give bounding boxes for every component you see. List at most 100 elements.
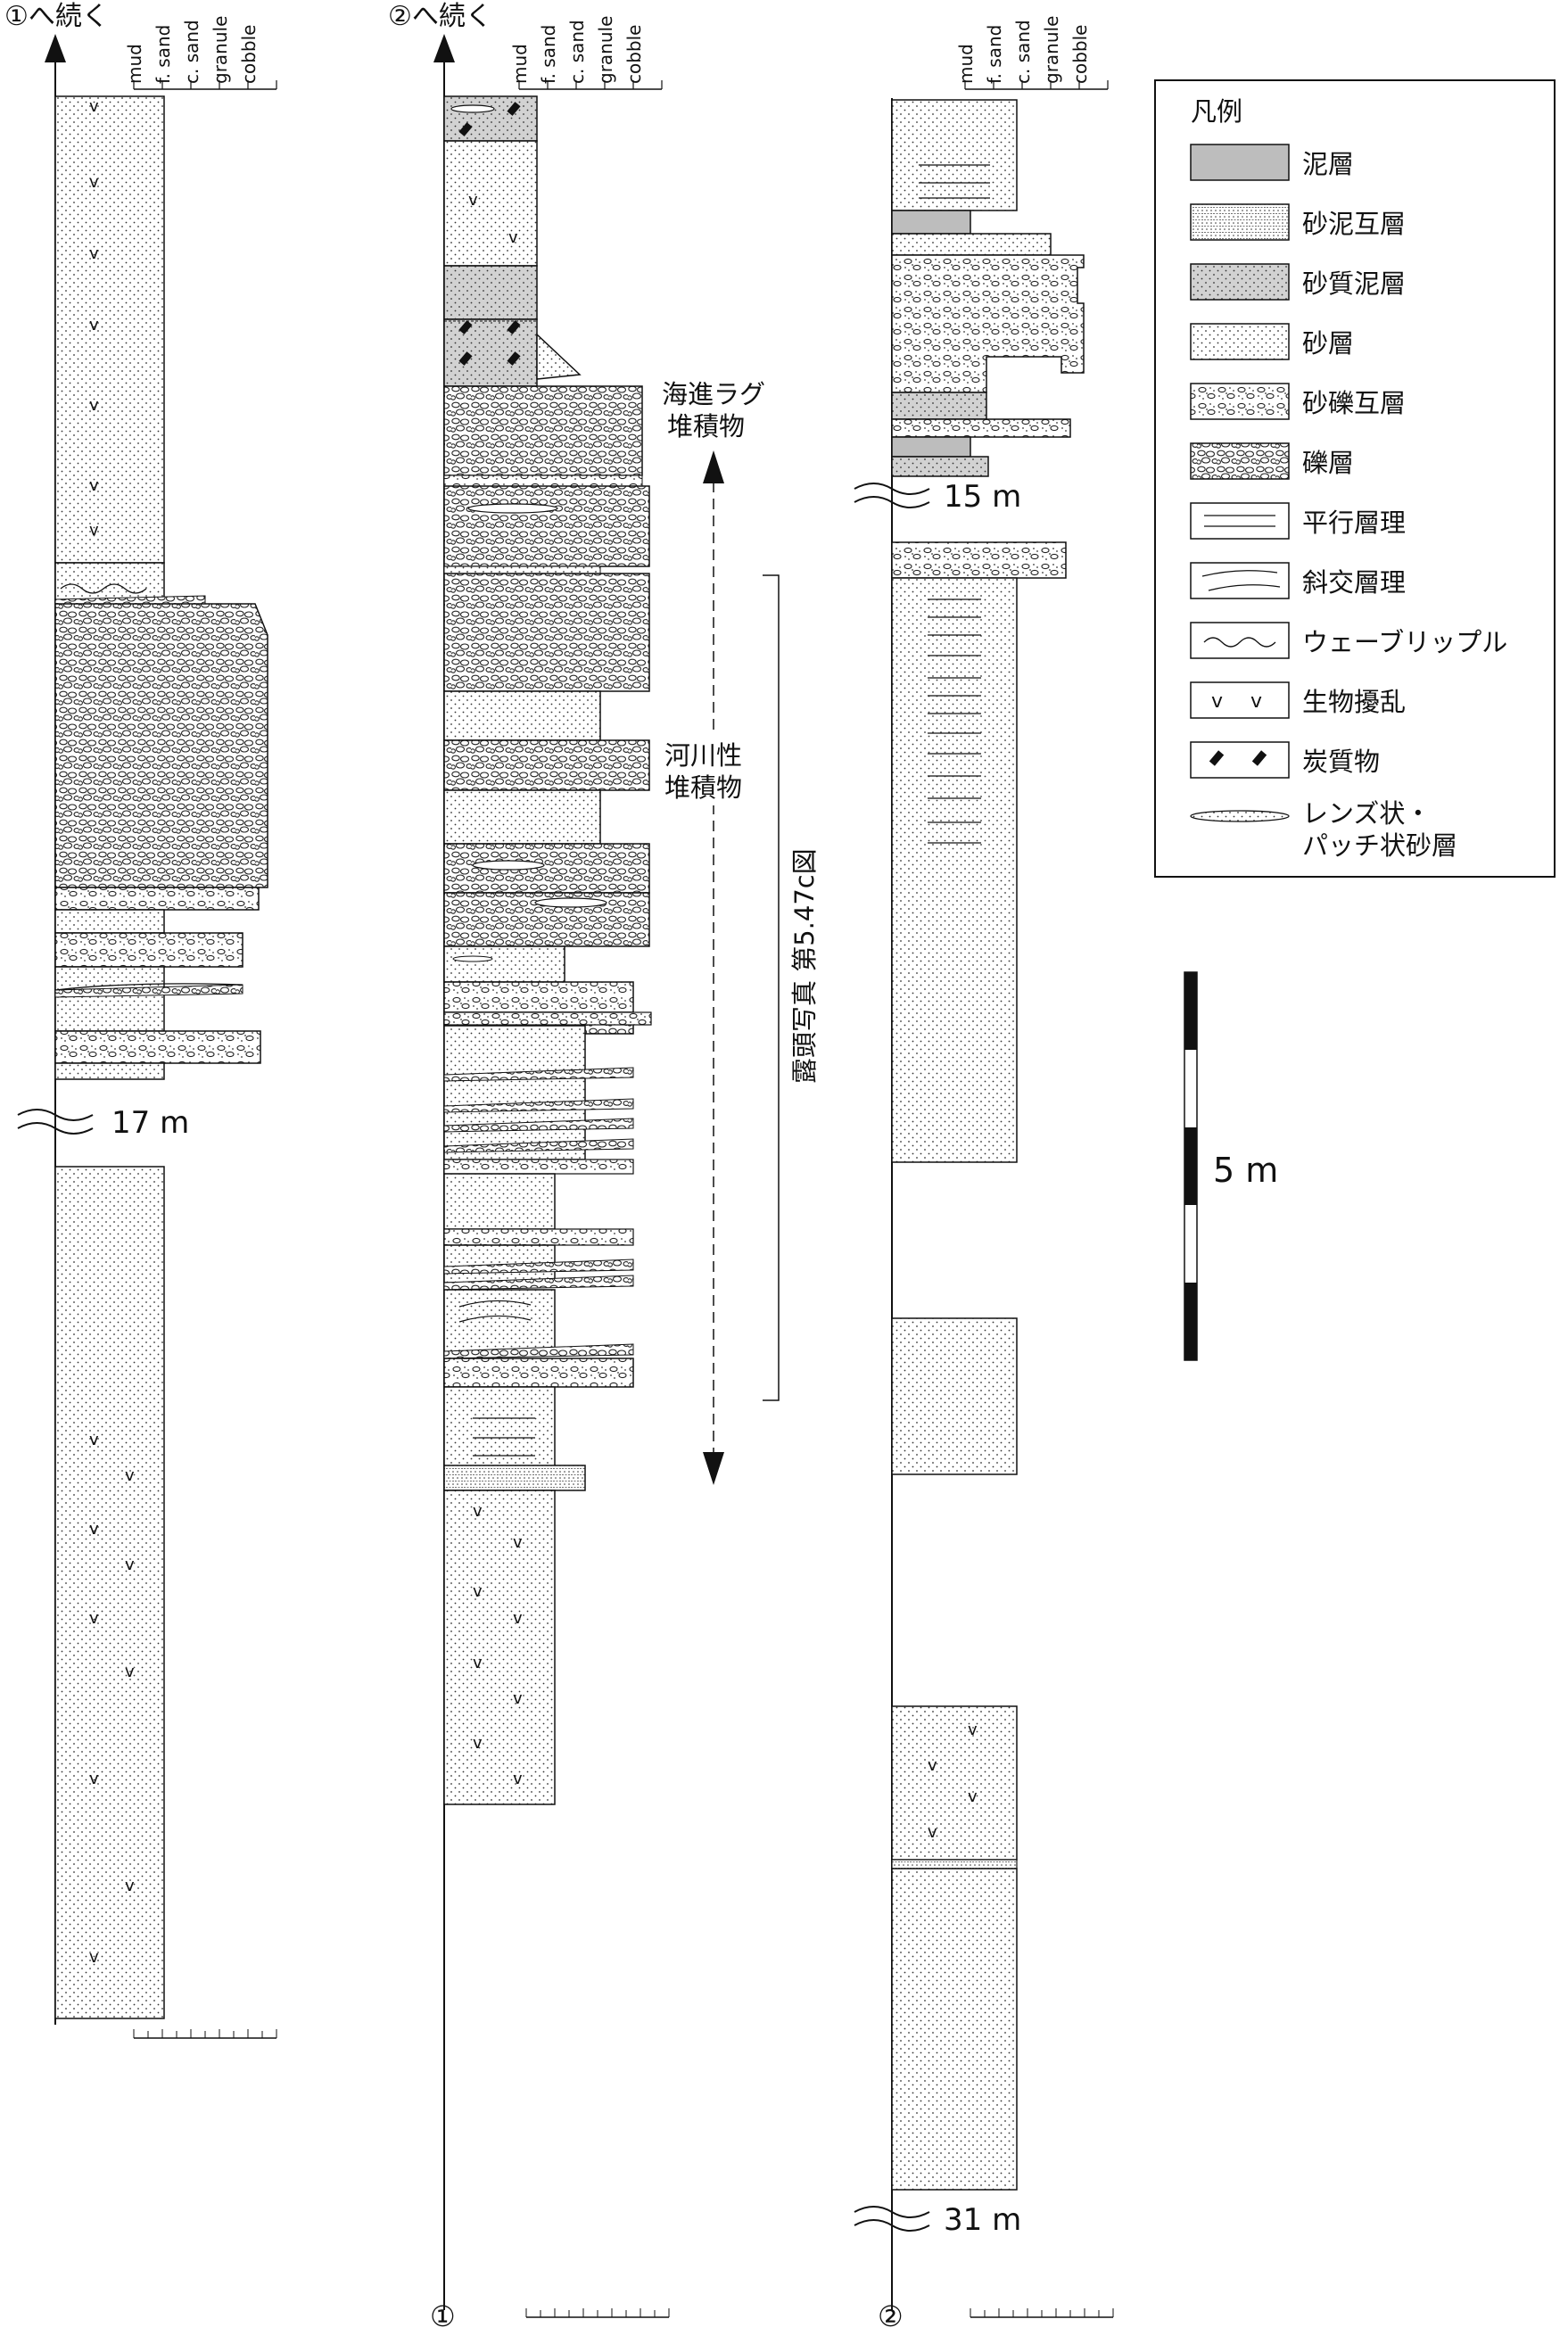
break-symbol-3b [854,2206,930,2232]
svg-text:v: v [89,1431,99,1449]
grain-label-mud: mud [955,44,977,84]
grain-size-footer-1 [133,2029,277,2039]
svg-text:v: v [473,1502,483,1521]
legend-swatch-sandmud [1190,203,1290,241]
column-number-1: ① [430,2299,456,2333]
legend-label-carbon: 炭質物 [1302,747,1380,777]
legend-label-lens-2: パッチ状砂層 [1302,830,1457,861]
svg-text:v: v [1211,690,1223,713]
continue-label-2: ②へ続く [388,1,492,32]
grain-label-mud: mud [509,44,531,84]
break-depth-label-1: 17 m [111,1105,189,1141]
legend-label-bioturb: 生物擾乱 [1302,687,1406,717]
svg-text:v: v [89,97,99,116]
legend-swatch-parallel [1190,502,1290,540]
legend: 凡例 泥層 砂泥互層 砂質泥層 砂層 砂礫互層 礫層 平行層理 斜交層理 ウェ [1154,79,1556,878]
svg-text:v: v [89,1770,99,1788]
grain-label-granule: granule [210,16,231,84]
grain-size-footer-3 [970,2308,1114,2318]
continue-label-1: ①へ続く [4,1,109,32]
grain-label-cobble: cobble [623,25,645,84]
grain-label-granule: granule [1041,16,1062,84]
legend-label-sand: 砂層 [1302,328,1354,359]
svg-text:v: v [473,1654,483,1672]
svg-text:v: v [125,1556,135,1574]
svg-text:v: v [89,316,99,334]
grain-size-header-2: mud f. sand c. sand granule cobble [509,16,663,90]
break-symbol-3a [854,483,930,508]
svg-text:v: v [125,1466,135,1485]
svg-text:v: v [89,173,99,192]
legend-label-lens: レンズ状・ [1302,798,1431,829]
grain-label-csand: c. sand [181,20,202,84]
svg-text:v: v [89,1609,99,1628]
legend-label-sandmud: 砂泥互層 [1302,209,1406,239]
break-symbol-1 [17,1109,94,1135]
legend-label-gravel: 礫層 [1302,448,1354,478]
column-3: mud f. sand c. sand granule cobble 15 m [854,16,1114,2333]
svg-text:v: v [468,191,478,210]
break-depth-label-3b: 31 m [944,2202,1021,2238]
svg-text:v: v [89,244,99,263]
arrow-up-icon [703,450,724,483]
grain-label-cobble: cobble [238,25,260,84]
legend-swatch-mud [1190,144,1290,181]
svg-text:v: v [928,1823,937,1842]
transgressive-lag-label: 海進ラグ [662,379,765,409]
svg-text:v: v [513,1609,523,1628]
svg-text:v: v [89,521,99,540]
svg-text:v: v [513,1770,523,1788]
svg-text:v: v [968,1721,978,1739]
column-number-2: ② [878,2299,904,2333]
svg-text:v: v [928,1756,937,1775]
svg-text:v: v [968,1787,978,1806]
grain-label-csand: c. sand [566,20,588,84]
legend-title: 凡例 [1191,96,1242,127]
legend-swatch-sandymud [1190,263,1290,301]
svg-text:v: v [513,1689,523,1708]
legend-label-mud: 泥層 [1302,149,1354,179]
fluvial-label-2: 堆積物 [664,772,742,803]
legend-label-parallel: 平行層理 [1302,508,1406,538]
legend-label-wave: ウェーブリップル [1302,627,1507,657]
column-1: mud f. sand c. sand granule cobble ①へ続く … [4,1,277,2039]
legend-swatch-sandgravel [1190,383,1290,420]
legend-label-sandymud: 砂質泥層 [1302,268,1406,299]
svg-text:v: v [89,1948,99,1967]
legend-swatch-gravel [1190,442,1290,480]
grain-size-footer-2 [525,2308,670,2318]
grain-size-header-1: mud f. sand c. sand granule cobble [124,16,277,90]
svg-text:v: v [508,228,518,247]
svg-text:v: v [89,396,99,415]
transgressive-lag-label-2: 堆積物 [667,411,745,442]
column-2: mud f. sand c. sand granule cobble ②へ続く … [388,1,820,2333]
scale-bar: 5 m [1184,971,1278,1361]
photo-reference-label: 露頭写真 第5.47c図 [789,848,820,1084]
break-depth-label-3a: 15 m [944,479,1021,515]
legend-swatch-cross [1190,562,1290,599]
grain-label-csand: c. sand [1012,20,1034,84]
grain-label-granule: granule [595,16,616,84]
legend-swatch-lens [1190,810,1290,822]
legend-swatch-carbon [1190,741,1290,779]
svg-text:v: v [125,1877,135,1895]
fluvial-label: 河川性 [664,740,742,771]
svg-text:v: v [473,1582,483,1601]
grain-label-fsand: f. sand [153,25,174,84]
grain-label-mud: mud [124,44,145,84]
svg-text:v: v [513,1533,523,1552]
legend-swatch-bioturb: v v [1190,681,1290,719]
legend-label-cross: 斜交層理 [1302,567,1406,598]
svg-text:v: v [89,1520,99,1539]
legend-label-sandgravel: 砂礫互層 [1302,388,1406,418]
legend-swatch-sand [1190,323,1290,360]
up-arrow-icon [45,34,66,62]
svg-text:v: v [125,1663,135,1681]
arrow-down-icon [703,1452,724,1485]
legend-swatch-wave [1190,622,1290,659]
grain-label-fsand: f. sand [984,25,1005,84]
svg-text:v: v [89,476,99,495]
scale-bar-label: 5 m [1213,1151,1278,1190]
svg-text:v: v [1250,690,1262,713]
